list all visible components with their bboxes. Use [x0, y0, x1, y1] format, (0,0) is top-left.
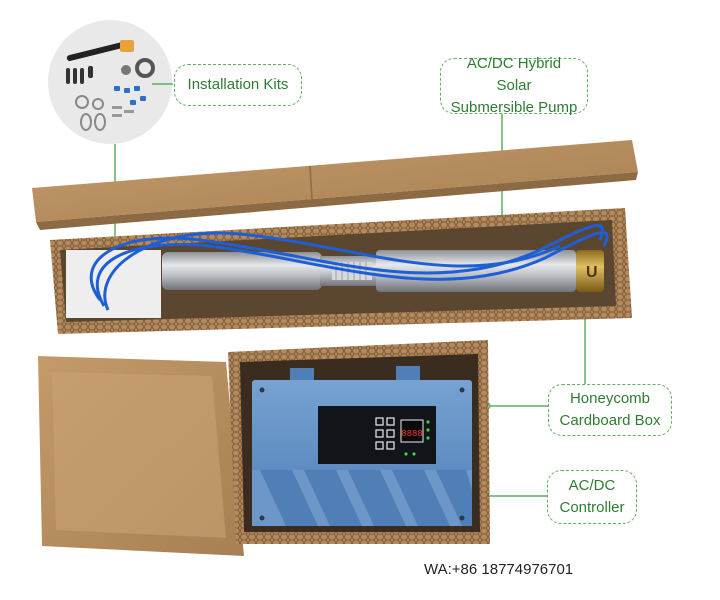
contact-whatsapp: WA:+86 18774976701	[424, 561, 574, 578]
controller-label-line1: AC/DC	[568, 477, 616, 494]
pump-label-line2: Submersible Pump	[450, 99, 578, 116]
submersible-pump: U	[162, 250, 604, 292]
installation-kits-label: Installation Kits	[174, 64, 302, 106]
blue-cable	[89, 224, 609, 311]
cardboard-box-label: Honeycomb Cardboard Box	[548, 384, 672, 436]
svg-text:U: U	[586, 264, 598, 281]
controller-box-flap	[38, 356, 244, 556]
pump-label: AC/DC Hybrid Solar Submersible Pump	[440, 55, 588, 116]
controller-label-line2: Controller	[559, 499, 625, 516]
pump-box-lid	[32, 140, 638, 230]
installation-kits-photo	[48, 20, 172, 144]
controller-label: AC/DC Controller	[547, 470, 637, 524]
pump-label-line1: AC/DC Hybrid Solar	[466, 55, 562, 94]
installation-kits-text: Installation Kits	[187, 76, 289, 93]
cardboard-box-label-line1: Honeycomb	[569, 390, 651, 407]
cardboard-box-label-line2: Cardboard Box	[559, 412, 661, 429]
acdc-controller: 8888	[252, 366, 472, 526]
controller-display-readout: 8888	[401, 429, 423, 439]
